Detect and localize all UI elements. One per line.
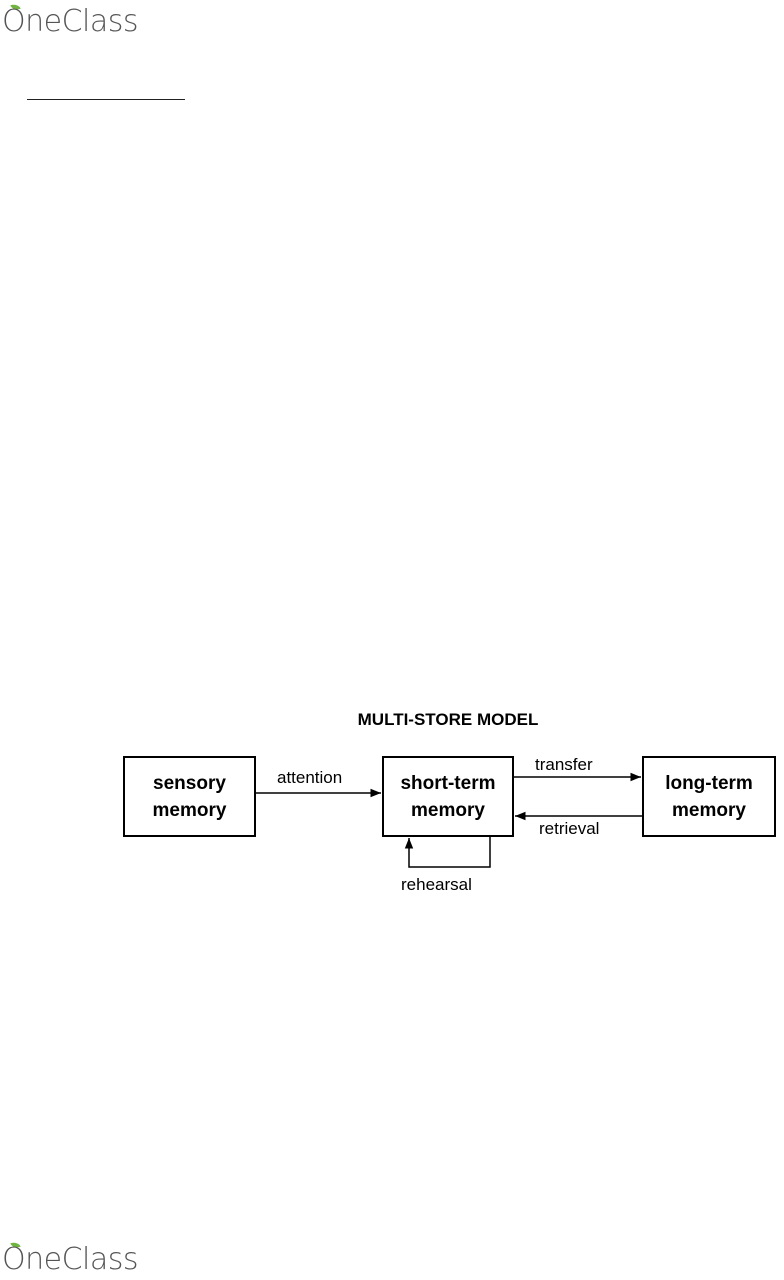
oneclass-logo-footer: OneClass	[2, 1240, 172, 1280]
long-term-line2: memory	[665, 797, 753, 824]
sensory-line1: sensory	[153, 770, 227, 797]
rehearsal-loop-arrow	[409, 837, 490, 867]
long-term-line1: long-term	[665, 770, 753, 797]
attention-label: attention	[277, 768, 342, 788]
short-term-line2: memory	[400, 797, 495, 824]
short-term-line1: short-term	[400, 770, 495, 797]
logo-text: OneClass	[2, 2, 138, 42]
multi-store-model-diagram: MULTI-STORE MODEL sensory memory short-t…	[110, 705, 780, 905]
sensory-line2: memory	[153, 797, 227, 824]
short-term-memory-box: short-term memory	[382, 756, 514, 837]
rehearsal-label: rehearsal	[401, 875, 472, 895]
logo-text: OneClass	[2, 1240, 138, 1280]
underline-rule	[27, 99, 185, 100]
sensory-memory-box: sensory memory	[123, 756, 256, 837]
transfer-label: transfer	[535, 755, 593, 775]
retrieval-label: retrieval	[539, 819, 599, 839]
long-term-memory-box: long-term memory	[642, 756, 776, 837]
oneclass-logo-header: OneClass	[2, 2, 172, 42]
